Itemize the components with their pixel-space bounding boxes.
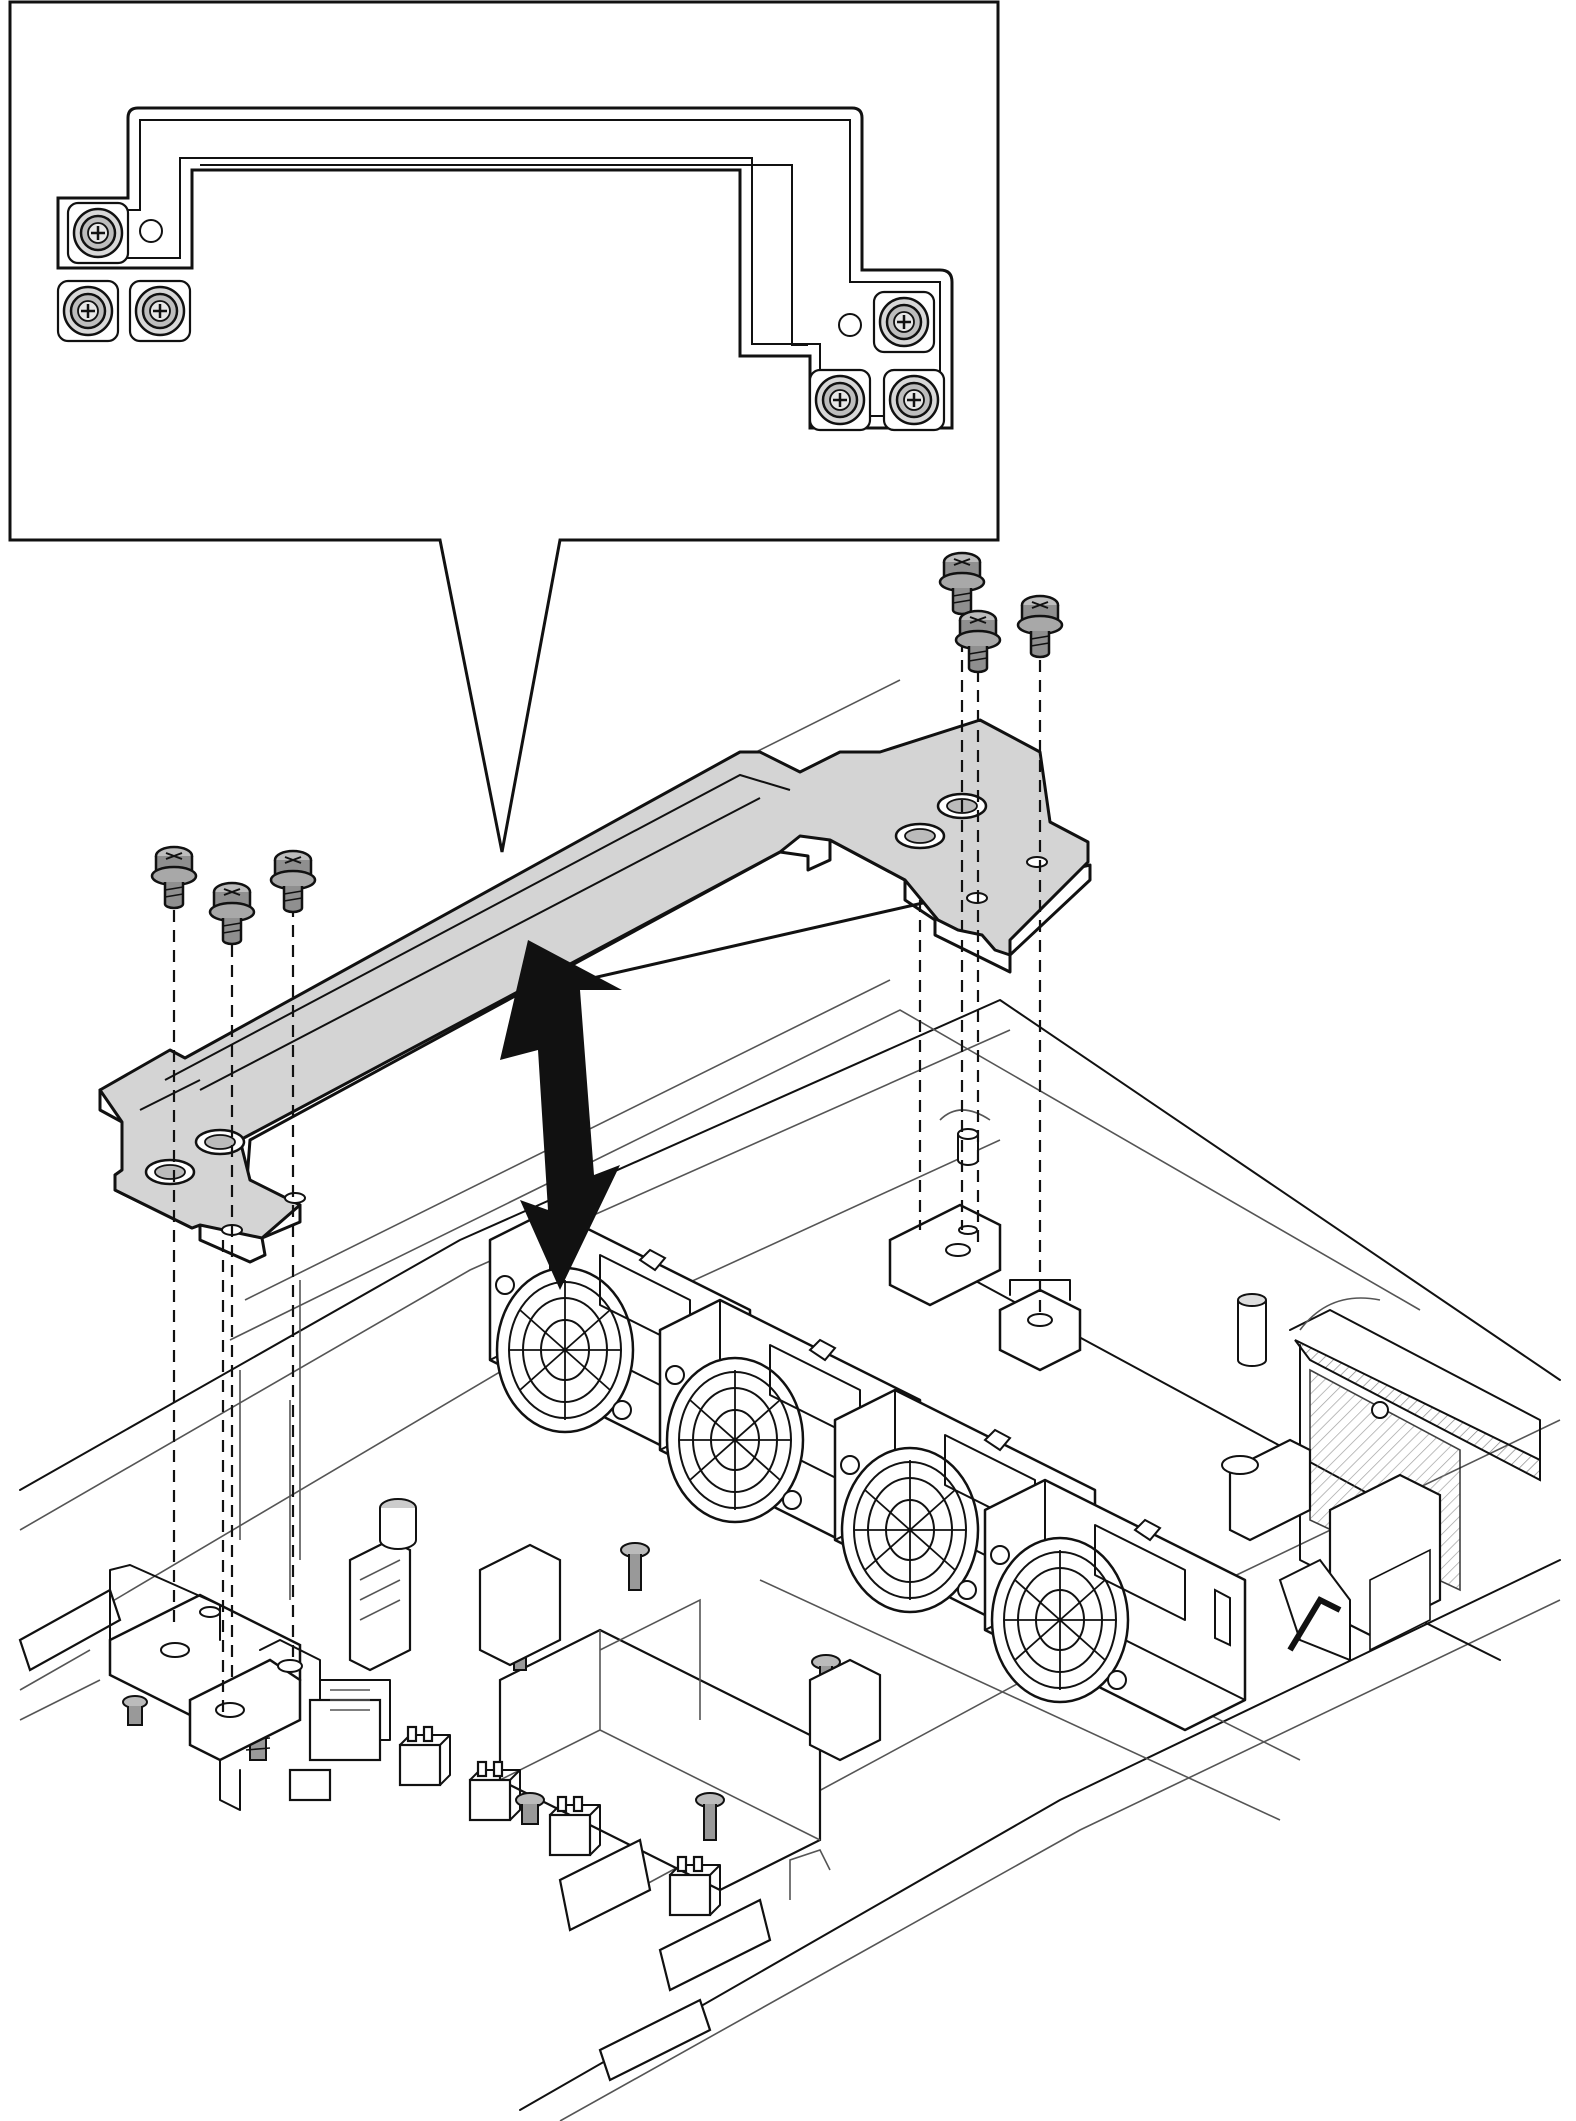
callout-screw (872, 290, 936, 354)
cable-connector (558, 1838, 652, 1932)
callout-screw (66, 201, 130, 265)
screw (938, 551, 986, 616)
callout-guide-hole (838, 313, 862, 337)
board-connector (468, 1760, 522, 1822)
screw (1016, 594, 1064, 659)
bracket-top-face (98, 718, 1090, 1240)
vertical-connector (348, 1538, 412, 1672)
bracket-screw-hole (1026, 856, 1048, 868)
screw (269, 849, 317, 914)
board-mount-left (108, 1564, 321, 1811)
motherboard-components (18, 1438, 1442, 2082)
screws-left-group (150, 845, 317, 946)
callout-screw (128, 279, 192, 343)
server-chassis (19, 679, 1561, 2121)
board-mount-right (888, 1203, 1082, 1372)
psu-connector (1228, 1438, 1312, 1542)
screws-right-group (938, 551, 1064, 674)
board-connector (398, 1725, 452, 1787)
power-distribution-bracket (98, 718, 1092, 1264)
callout-bracket-outline (56, 106, 954, 430)
bracket-screw-hole (284, 1192, 306, 1204)
lift-direction-arrow (500, 940, 622, 1290)
screw (208, 881, 256, 946)
screw (150, 845, 198, 910)
callout-screw (882, 368, 946, 432)
callout-screw (808, 368, 872, 432)
callout-guide-hole (139, 219, 163, 243)
callout-magnified-view (8, 0, 1000, 853)
fan-module-4 (983, 1478, 1247, 1732)
callout-screw (56, 279, 120, 343)
power-connector (308, 1698, 382, 1762)
alignment-guides (172, 580, 1042, 1720)
